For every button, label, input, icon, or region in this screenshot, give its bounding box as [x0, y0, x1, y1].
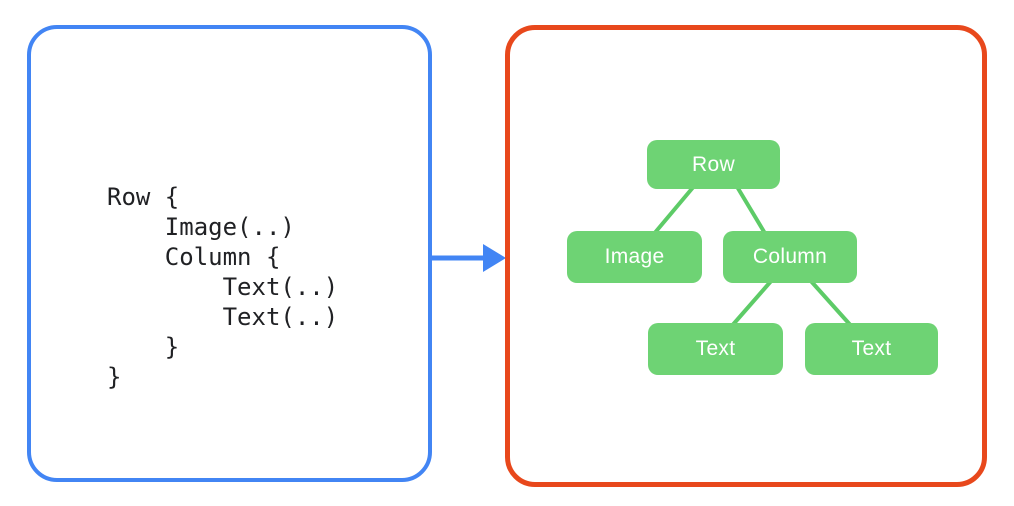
- code-panel: Row { Image(..) Column { Text(..) Text(.…: [27, 25, 432, 482]
- tree-edges: [651, 183, 855, 330]
- edge-row-image: [651, 183, 697, 237]
- tree-panel: Row Image Column Text Text: [505, 25, 987, 487]
- code-line: Row {: [107, 183, 180, 211]
- tree-node-text-2: Text: [805, 323, 938, 375]
- code-line: Image(..): [107, 213, 295, 241]
- code-line: Text(..): [107, 303, 339, 331]
- tree-node-column: Column: [723, 231, 857, 283]
- code-line: }: [107, 363, 122, 391]
- tree-node-text-1: Text: [648, 323, 783, 375]
- edge-column-text2: [808, 278, 855, 330]
- edge-column-text1: [728, 278, 774, 330]
- tree-node-image: Image: [567, 231, 702, 283]
- right-arrow-icon: [432, 244, 506, 272]
- edge-row-column: [734, 183, 768, 237]
- code-line: Text(..): [107, 273, 339, 301]
- code-line: Column {: [107, 243, 281, 271]
- code-block: Row { Image(..) Column { Text(..) Text(.…: [107, 182, 338, 392]
- tree-node-row: Row: [647, 140, 780, 189]
- code-line: }: [107, 333, 180, 361]
